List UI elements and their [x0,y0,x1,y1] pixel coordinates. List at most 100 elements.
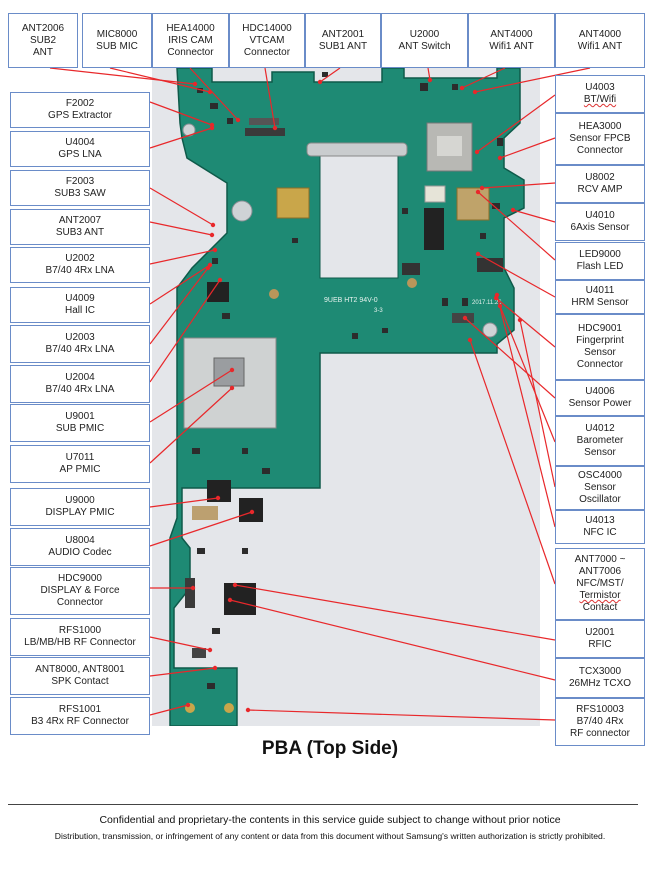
label-u8004-line: AUDIO Codec [13,547,147,559]
screw-hole [183,124,195,136]
label-u4003-line: BT/Wifi [558,94,642,106]
label-u8002-line: RCV AMP [558,184,642,196]
hdc9000-connector [185,578,195,608]
u4011-chip [424,208,444,250]
chip [477,258,503,272]
label-u7011-line: U7011 [13,452,147,464]
footer-legal: Distribution, transmission, or infringem… [0,831,660,841]
screw-hole [483,323,497,337]
screw-hole [269,289,279,299]
u4010-chip [457,188,489,220]
label-ant7000-line: ANT7006 [558,566,642,578]
label-ant2007-line: SUB3 ANT [13,227,147,239]
label-u4004-line: U4004 [13,137,147,149]
label-hdc9001-line: Sensor [558,347,642,359]
u8004-chip [239,498,263,522]
label-u2002-line: B7/40 4Rx LNA [13,265,147,277]
label-ant7000-line: Contact [558,602,642,614]
label-u9000-line: U9000 [13,495,147,507]
rfs10003-connector [224,703,234,713]
label-hdc9001-line: Fingerprint [558,335,642,347]
label-ant2007-line: ANT2007 [13,215,147,227]
label-u8004-line: U8004 [13,535,147,547]
label-f2003-line: SUB3 SAW [13,188,147,200]
rfs1001-connector [185,703,195,713]
label-u4006-line: Sensor Power [558,398,642,410]
label-hdc9001-line: Connector [558,359,642,371]
label-u4013-line: U4013 [558,515,642,527]
u2002-chip [207,282,229,302]
label-u4010-line: 6Axis Sensor [558,222,642,234]
label-u2004-line: B7/40 4Rx LNA [13,384,147,396]
label-hea14000-line: HEA14000 [155,23,226,35]
chip [452,313,474,323]
footer-divider [8,804,638,805]
label-mic8000-line: MIC8000 [85,29,149,41]
label-rfs1000-line: LB/MB/HB RF Connector [13,637,147,649]
label-u4003-line: U4003 [558,82,642,94]
label-u4011-line: U4011 [558,285,642,297]
label-u2000-line: U2000 [384,29,465,41]
u4003-label-plate [437,136,462,156]
label-hea3000-line: HEA3000 [558,121,642,133]
label-led9000-line: LED9000 [558,249,642,261]
label-rfs1001-line: B3 4Rx RF Connector [13,716,147,728]
label-u9000-line: DISPLAY PMIC [13,507,147,519]
label-u2000-line: ANT Switch [384,41,465,53]
hdc14000-connector [249,118,279,125]
label-u2001-line: U2001 [558,627,642,639]
u2001-chip [224,583,256,615]
label-hea3000-line: Sensor FPCB [558,133,642,145]
label-rfs1001-line: RFS1001 [13,704,147,716]
label-mic8000-line: SUB MIC [85,41,149,53]
label-u4006-line: U4006 [558,386,642,398]
label-hea14000-line: IRIS CAM [155,35,226,47]
page-title: PBA (Top Side) [0,738,660,760]
label-u4011-line: HRM Sensor [558,297,642,309]
label-u4009-line: Hall IC [13,305,147,317]
label-hdc14000-line: HDC14000 [232,23,302,35]
board-sub-marking: 3-3 [374,308,383,314]
label-u2002-line: U2002 [13,253,147,265]
board-date-text: 2017.11.26 [472,300,502,306]
label-hdc9000-line: DISPLAY & Force [13,585,147,597]
label-f2002-line: GPS Extractor [13,110,147,122]
u9001-chip [214,358,244,386]
label-ant2001-line: SUB1 ANT [308,41,378,53]
label-tcx3000-line: 26MHz TCXO [558,678,642,690]
label-ant2006-line: SUB2 [11,35,75,47]
label-led9000-line: Flash LED [558,261,642,273]
label-u2001: U2001RFIC [555,620,645,658]
label-u9001-line: U9001 [13,411,147,423]
label-ant2006-line: ANT [11,47,75,59]
screw-hole [407,278,417,288]
label-u4004-line: GPS LNA [13,149,147,161]
label-ant7000-line: NFC/MST/ [558,578,642,590]
label-u4012-line: U4012 [558,423,642,435]
label-u4013: U4013NFC IC [555,510,645,544]
label-f2002-line: F2002 [13,98,147,110]
label-ant8000-line: ANT8000, ANT8001 [13,664,147,676]
label-hea14000-line: Connector [155,47,226,59]
